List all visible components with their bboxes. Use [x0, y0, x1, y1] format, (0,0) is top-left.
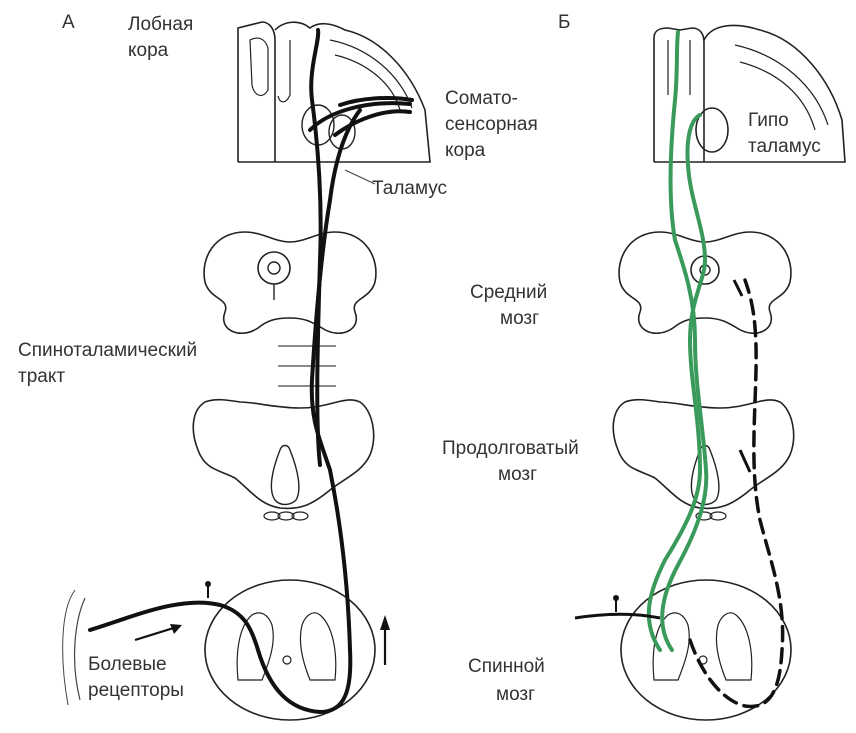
hypothalamus-label-line1: Гипо [748, 110, 789, 132]
cortex-section-a [238, 22, 430, 162]
midbrain-label-line1: Средний [470, 282, 547, 304]
spinal-cord-label-line2: мозг [496, 684, 535, 706]
pathway-b-green [649, 32, 706, 650]
spinothalamic-label-line1: Спиноталамический [18, 340, 197, 362]
panel-a [63, 22, 430, 720]
medulla-section-a [193, 400, 373, 520]
somatosensory-label-line3: кора [445, 140, 485, 162]
somatosensory-label-line2: сенсорная [445, 114, 538, 136]
spinal-cord-section-b [621, 580, 791, 720]
hypothalamus-label-line2: таламус [748, 136, 821, 158]
panel-b-letter: Б [558, 12, 570, 34]
spinothalamic-label-line2: тракт [18, 366, 65, 388]
frontal-cortex-label-line1: Лобная [128, 14, 193, 36]
medulla-label-line2: мозг [498, 464, 537, 486]
thalamus-label: Таламус [372, 178, 447, 200]
midbrain-section-a [204, 232, 376, 333]
somatosensory-label-line1: Сомато- [445, 88, 518, 110]
frontal-cortex-label-line2: кора [128, 40, 168, 62]
pathway-a [90, 30, 412, 712]
medulla-label-line1: Продолговатый [442, 438, 579, 460]
midbrain-label-line2: мозг [500, 308, 539, 330]
pain-receptors-label-line2: рецепторы [88, 680, 184, 702]
spinal-cord-label-line1: Спинной [468, 656, 545, 678]
panel-b [575, 25, 845, 720]
pain-receptors-label-line1: Болевые [88, 654, 167, 676]
panel-a-letter: А [62, 12, 75, 34]
tract-leader-lines [278, 170, 375, 386]
